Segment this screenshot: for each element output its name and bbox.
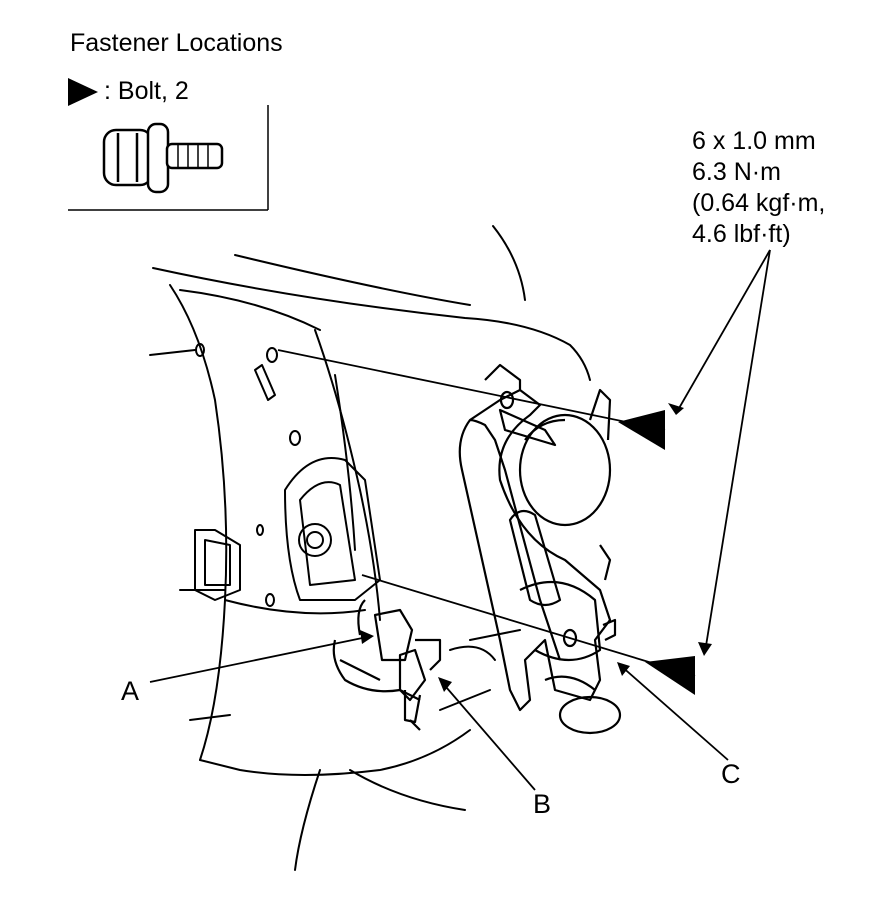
filled-triangle-icon (68, 77, 98, 106)
body-panel (149, 225, 591, 871)
leader-arrowheads (360, 403, 712, 692)
torque-spec: 6 x 1.0 mm 6.3 N·m (0.64 kgf·m, 4.6 lbf·… (692, 126, 825, 250)
spec-line-torque-lbfft: 4.6 lbf·ft) (692, 220, 791, 248)
callout-label-a: A (121, 676, 140, 706)
bolt-markers (618, 410, 695, 695)
bolt-legend-text: : Bolt, 2 (104, 77, 189, 105)
connector-assembly (332, 599, 442, 731)
diagram-title: Fastener Locations (70, 29, 283, 57)
callout-label-c: C (721, 759, 741, 789)
callout-label-b: B (533, 789, 552, 819)
arrowhead-lower-bolt (698, 642, 712, 656)
spec-line-size: 6 x 1.0 mm (692, 127, 816, 155)
component-assembly (458, 363, 622, 735)
spec-line-torque-nm: 6.3 N·m (692, 158, 781, 186)
bolt-marker-upper (618, 410, 665, 450)
spec-line-torque-kgfm: (0.64 kgf·m, (692, 189, 826, 217)
leader-lines (149, 249, 771, 791)
arrowhead-upper-bolt (668, 403, 684, 415)
bolt-legend: : Bolt, 2 (68, 77, 189, 106)
bolt-marker-lower (645, 656, 695, 695)
arrowhead-b (438, 677, 452, 692)
arrowhead-c (617, 662, 630, 676)
arrowhead-a (360, 630, 374, 644)
legend-box (68, 105, 269, 211)
bolt-icon (102, 122, 224, 194)
